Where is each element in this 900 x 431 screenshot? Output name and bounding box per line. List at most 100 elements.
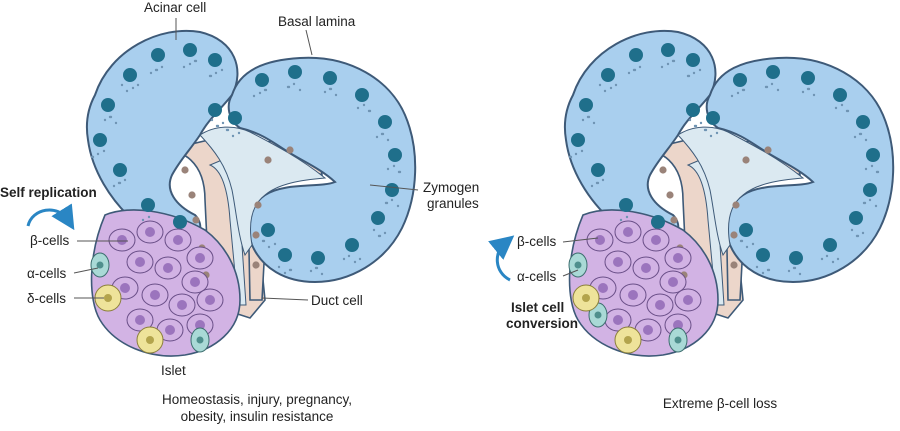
acinar-nucleus bbox=[766, 65, 780, 79]
cell-layer bbox=[90, 43, 402, 354]
acinar-nucleus bbox=[571, 133, 585, 147]
zymogen-granule bbox=[751, 242, 755, 246]
zymogen-granule bbox=[252, 94, 256, 98]
acinar-nucleus bbox=[756, 248, 770, 262]
zymogen-granule bbox=[309, 269, 313, 273]
duct-nucleus bbox=[670, 216, 678, 224]
zymogen-granule bbox=[283, 271, 287, 275]
zymogen-granule bbox=[328, 87, 332, 91]
acinar-nucleus bbox=[173, 215, 187, 229]
leader-lines bbox=[73, 18, 599, 301]
zymogen-granule bbox=[692, 71, 696, 75]
beta-cell-nucleus bbox=[683, 295, 693, 305]
duct-nucleus bbox=[192, 216, 200, 224]
zymogen-granule bbox=[864, 167, 868, 171]
duct-nucleus bbox=[254, 201, 262, 209]
acinar-nucleus bbox=[739, 223, 753, 237]
zymogen-granule bbox=[288, 268, 292, 272]
zymogen-granule bbox=[745, 245, 749, 249]
zymogen-granule bbox=[117, 181, 121, 185]
zymogen-granule bbox=[609, 86, 613, 90]
zymogen-granule bbox=[845, 109, 849, 113]
label-delta-cells-left: δ-cells bbox=[27, 291, 67, 306]
leader-beta-right bbox=[562, 237, 599, 243]
caption-right: Extreme β-cell loss bbox=[662, 396, 778, 411]
zymogen-granule bbox=[787, 269, 791, 273]
zymogen-granule bbox=[367, 109, 371, 113]
zymogen-granule bbox=[231, 134, 235, 138]
zymogen-granule bbox=[820, 257, 824, 261]
zymogen-granule bbox=[342, 257, 346, 261]
zymogen-granule bbox=[875, 170, 879, 174]
zymogen-granule bbox=[861, 231, 865, 235]
acinar-nucleus bbox=[686, 53, 700, 67]
zymogen-granule bbox=[125, 89, 129, 93]
zymogen-granule bbox=[390, 198, 394, 202]
zymogen-granule bbox=[120, 83, 124, 87]
zymogen-granule bbox=[261, 239, 265, 243]
acinar-nucleus bbox=[833, 88, 847, 102]
beta-cell-nucleus bbox=[150, 290, 160, 300]
zymogen-granule bbox=[862, 201, 866, 205]
zymogen-granule bbox=[831, 260, 835, 264]
acinar-nucleus bbox=[661, 43, 675, 57]
zymogen-granule bbox=[776, 88, 780, 92]
zymogen-granule bbox=[840, 103, 844, 107]
zymogen-granule bbox=[147, 215, 151, 219]
beta-cell-nucleus bbox=[163, 263, 173, 273]
alpha-cell-nucleus bbox=[674, 336, 682, 344]
zymogen-granule bbox=[619, 218, 623, 222]
duct-nucleus bbox=[764, 146, 772, 154]
label-acinar-cell: Acinar cell bbox=[144, 0, 207, 15]
acinar-nucleus bbox=[345, 238, 359, 252]
zymogen-granule bbox=[193, 59, 197, 63]
acinar-nucleus bbox=[228, 111, 242, 125]
acinar-nucleus bbox=[801, 71, 815, 85]
zymogen-granule bbox=[214, 71, 218, 75]
zymogen-granule bbox=[812, 93, 816, 97]
acinar-nucleus bbox=[651, 215, 665, 229]
zymogen-granule bbox=[237, 131, 241, 135]
zymogen-granule bbox=[375, 135, 379, 139]
zymogen-granule bbox=[614, 83, 618, 87]
acinar-nucleus bbox=[151, 48, 165, 62]
acinar-nucleus bbox=[849, 211, 863, 225]
self-replication-arrow bbox=[26, 203, 75, 231]
duct-nucleus bbox=[730, 261, 738, 269]
acinus-left bbox=[85, 29, 239, 248]
zymogen-granule bbox=[397, 170, 401, 174]
zymogen-granule bbox=[603, 89, 607, 93]
alpha-cell-nucleus bbox=[196, 336, 204, 344]
delta-cell-nucleus bbox=[146, 336, 154, 344]
acinus-left bbox=[563, 29, 717, 248]
label-islet: Islet bbox=[161, 363, 186, 378]
acinar-nucleus bbox=[255, 73, 269, 87]
zymogen-granule bbox=[625, 215, 629, 219]
beta-cell-nucleus bbox=[673, 320, 683, 330]
duct-nucleus bbox=[666, 191, 674, 199]
beta-cell-nucleus bbox=[135, 257, 145, 267]
beta-cell-nucleus bbox=[177, 300, 187, 310]
zymogen-granule bbox=[90, 155, 94, 159]
zymogen-granule bbox=[292, 82, 296, 86]
zymogen-granule bbox=[149, 71, 153, 75]
duct-nucleus bbox=[730, 231, 738, 239]
zymogen-granule bbox=[210, 118, 214, 122]
acinar-nucleus bbox=[706, 111, 720, 125]
beta-cell-nucleus bbox=[643, 325, 653, 335]
zymogen-granule bbox=[870, 164, 874, 168]
zymogen-granule bbox=[874, 204, 878, 208]
zymogen-granule bbox=[868, 198, 872, 202]
zymogen-granule bbox=[221, 121, 225, 125]
zymogen-granule bbox=[225, 128, 229, 132]
zymogen-granule bbox=[586, 115, 590, 119]
zymogen-granule bbox=[660, 65, 664, 69]
zymogen-granule bbox=[258, 91, 262, 95]
zymogen-granule bbox=[141, 218, 145, 222]
acinar-nucleus bbox=[141, 198, 155, 212]
zymogen-granule bbox=[356, 106, 360, 110]
zymogen-granule bbox=[396, 204, 400, 208]
zymogen-granule bbox=[632, 68, 636, 72]
acinar-nucleus bbox=[208, 103, 222, 117]
label-beta-cells-right: β-cells bbox=[517, 234, 557, 249]
